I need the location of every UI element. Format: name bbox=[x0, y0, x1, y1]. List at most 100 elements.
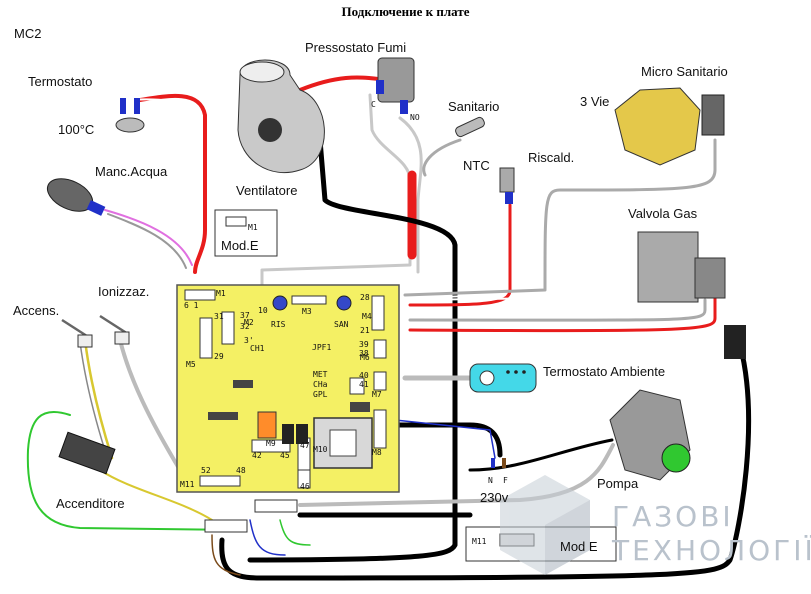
board-label-gpl: GPL bbox=[313, 390, 328, 399]
connector-m4 bbox=[371, 295, 385, 331]
board-label-28: 28 bbox=[360, 293, 370, 302]
label-ionizzaz: Ionizzaz. bbox=[98, 284, 150, 299]
wire-gas-black-loop bbox=[219, 342, 752, 581]
board-label-29: 29 bbox=[214, 352, 224, 361]
capacitor-2 bbox=[296, 424, 308, 444]
board-label-m2: M2 bbox=[244, 318, 254, 327]
wire-gas-red bbox=[408, 283, 717, 333]
connector-m3 bbox=[291, 295, 327, 305]
thermostat-100c bbox=[115, 98, 145, 133]
terminal-n bbox=[491, 458, 495, 468]
capacitor-1 bbox=[282, 424, 294, 444]
board-label-m11-modE: M11 bbox=[472, 537, 487, 546]
wire-micro-sanitario bbox=[403, 138, 717, 297]
board-label-san: SAN bbox=[334, 320, 349, 329]
jumper-block bbox=[349, 377, 365, 395]
wire-pompa-black bbox=[468, 438, 614, 472]
wire-accenditore-yellow bbox=[99, 469, 213, 521]
ionizzaz-electrode bbox=[99, 314, 130, 345]
board-label-m1-top: M1 bbox=[248, 223, 258, 232]
accenditore bbox=[58, 431, 116, 475]
ntc-riscald-body bbox=[499, 167, 515, 193]
relay-orange bbox=[257, 411, 277, 439]
label-ntc: NTC bbox=[463, 158, 490, 173]
thermostat-pin-1 bbox=[120, 98, 126, 114]
wire-230v-blue bbox=[394, 419, 496, 459]
board-label-m8: M8 bbox=[372, 448, 382, 457]
label-neutral: N bbox=[488, 476, 493, 485]
label-termostato-ambiente: Termostato Ambiente bbox=[543, 364, 666, 379]
board-label-32: 32 bbox=[240, 322, 250, 331]
watermark-cube-face bbox=[545, 500, 590, 575]
watermark-logo bbox=[500, 475, 590, 575]
wire-thermostat-white bbox=[129, 98, 201, 231]
wire-earth-white bbox=[34, 417, 241, 523]
ntc-sanitario-body bbox=[455, 116, 485, 138]
ic-chip-3 bbox=[233, 380, 253, 388]
connector-m11 bbox=[199, 475, 241, 487]
ventilatore-fan bbox=[237, 59, 325, 174]
board-label-45: 45 bbox=[280, 451, 290, 460]
wire-ntc-riscald-white bbox=[404, 204, 506, 299]
label-230v: 230v bbox=[480, 490, 509, 505]
wire-bundle-green bbox=[279, 519, 311, 546]
label-temp: 100°C bbox=[58, 122, 95, 137]
accens-cap bbox=[77, 334, 93, 348]
ic-chip-2 bbox=[350, 402, 370, 412]
thermostat-body bbox=[115, 117, 145, 133]
page-title: Подключение к плате bbox=[341, 4, 470, 19]
model-label: MC2 bbox=[14, 26, 42, 41]
board-label-m3: M3 bbox=[302, 307, 312, 316]
wire-bundle-brown bbox=[211, 534, 241, 576]
accens-electrode bbox=[61, 318, 93, 348]
gas-valve-connector bbox=[724, 325, 746, 359]
board-label-m6: M6 bbox=[360, 353, 370, 362]
board-label-met: MET bbox=[313, 370, 328, 379]
terminal-f bbox=[502, 458, 506, 468]
board-label-ch1: CH1 bbox=[250, 344, 265, 353]
pot-ris bbox=[272, 295, 288, 311]
board-label-m1-nums: 6 1 bbox=[184, 301, 199, 310]
pressostato-no-pin bbox=[400, 100, 408, 114]
board-label-jpf1: JPF1 bbox=[312, 343, 332, 352]
wire-earth-green bbox=[26, 410, 241, 531]
connector-m6 bbox=[373, 339, 387, 359]
label-phase: F bbox=[503, 476, 508, 485]
label-pressostato: Pressostato Fumi bbox=[305, 40, 407, 55]
board-label-m10: M10 bbox=[313, 445, 328, 454]
wire-layer bbox=[26, 75, 752, 581]
bottom-connector-1 bbox=[204, 519, 248, 533]
manc-acqua-sensor bbox=[46, 178, 106, 216]
board-label-39: 39 bbox=[359, 340, 369, 349]
accenditore-body bbox=[58, 431, 116, 475]
ntc-sanitario bbox=[455, 116, 485, 138]
wire-thermostat-red bbox=[138, 93, 207, 274]
pot-san bbox=[336, 295, 352, 311]
control-board bbox=[176, 284, 400, 493]
gas-valve-coil bbox=[694, 257, 726, 299]
board-label-52: 52 bbox=[201, 466, 211, 475]
label-manc-acqua: Manc.Acqua bbox=[95, 164, 168, 179]
board-label-m5: M5 bbox=[186, 360, 196, 369]
tamb-led-3 bbox=[522, 370, 526, 374]
label-accenditore: Accenditore bbox=[56, 496, 125, 511]
board-label-3: 3' bbox=[244, 336, 254, 345]
label-termostato: Termostato bbox=[28, 74, 93, 89]
board-label-42: 42 bbox=[252, 451, 262, 460]
board-label-38: 38 bbox=[359, 349, 369, 358]
board-label-21: 21 bbox=[360, 326, 370, 335]
label-ventilatore: Ventilatore bbox=[236, 183, 298, 198]
manc-acqua-body bbox=[46, 178, 94, 212]
tamb-dial bbox=[479, 370, 495, 386]
three-way-valve bbox=[614, 87, 725, 166]
valve-brass bbox=[614, 87, 701, 166]
board-label-m1: M1 bbox=[216, 289, 226, 298]
ionizzaz-rod bbox=[99, 314, 129, 336]
mod-e-top-connector bbox=[225, 216, 247, 227]
tamb-led-1 bbox=[506, 370, 510, 374]
label-valvola-gas: Valvola Gas bbox=[628, 206, 698, 221]
wire-fan-black bbox=[247, 137, 458, 563]
wire-accens-yellow bbox=[83, 338, 114, 460]
transformer-core bbox=[329, 429, 357, 457]
label-accens: Accens. bbox=[13, 303, 60, 318]
